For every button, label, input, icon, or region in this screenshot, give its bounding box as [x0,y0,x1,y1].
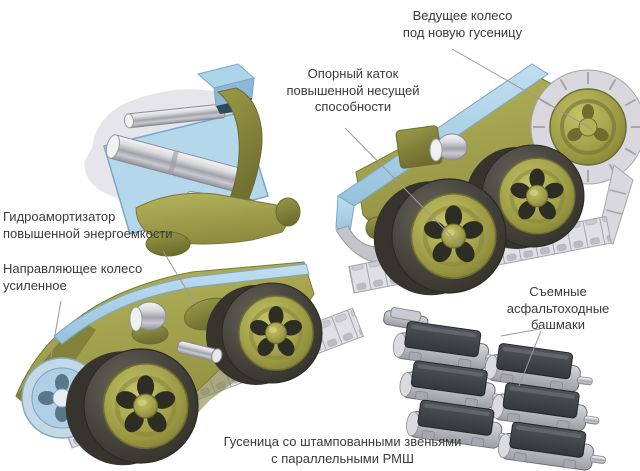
road-wheel [374,179,506,295]
label-track: Гусеница со штампованными звеньями с пар… [223,434,462,466]
road-wheel [66,349,198,465]
asphalt-pads-illustration [383,307,610,471]
idler-suspension-assembly-illustration [15,261,364,465]
balancer-roller [395,125,468,169]
fender-band [53,263,310,345]
axle-stub [176,340,223,364]
leader-line [518,330,542,387]
label-support-roller: Опорный каток повышенной несущей способн… [286,66,420,114]
label-shock-absorber: Гидроамортизатор повышенной энергоемкост… [3,209,173,241]
pad-link [489,380,603,435]
label-idler-wheel: Направляющее колесо усиленное [3,261,143,293]
shock-absorber-unit [129,301,169,345]
leader-line [451,48,593,130]
pad-link [496,419,610,471]
leader-line [50,300,62,358]
road-wheel [204,281,324,387]
leader-lines [50,48,593,387]
upper-cylinder [123,103,226,129]
leader-line [500,328,541,337]
label-drive-wheel: Ведущее колесо под новую гусеницу [402,8,523,40]
leader-line [344,127,462,247]
leader-line [162,250,195,303]
pad-link [483,341,597,395]
shock-absorber-assembly-illustration [84,63,301,257]
label-road-pads: Съемные асфальтоходные башмаки [506,284,610,332]
drive-suspension-assembly-illustration [335,63,640,295]
